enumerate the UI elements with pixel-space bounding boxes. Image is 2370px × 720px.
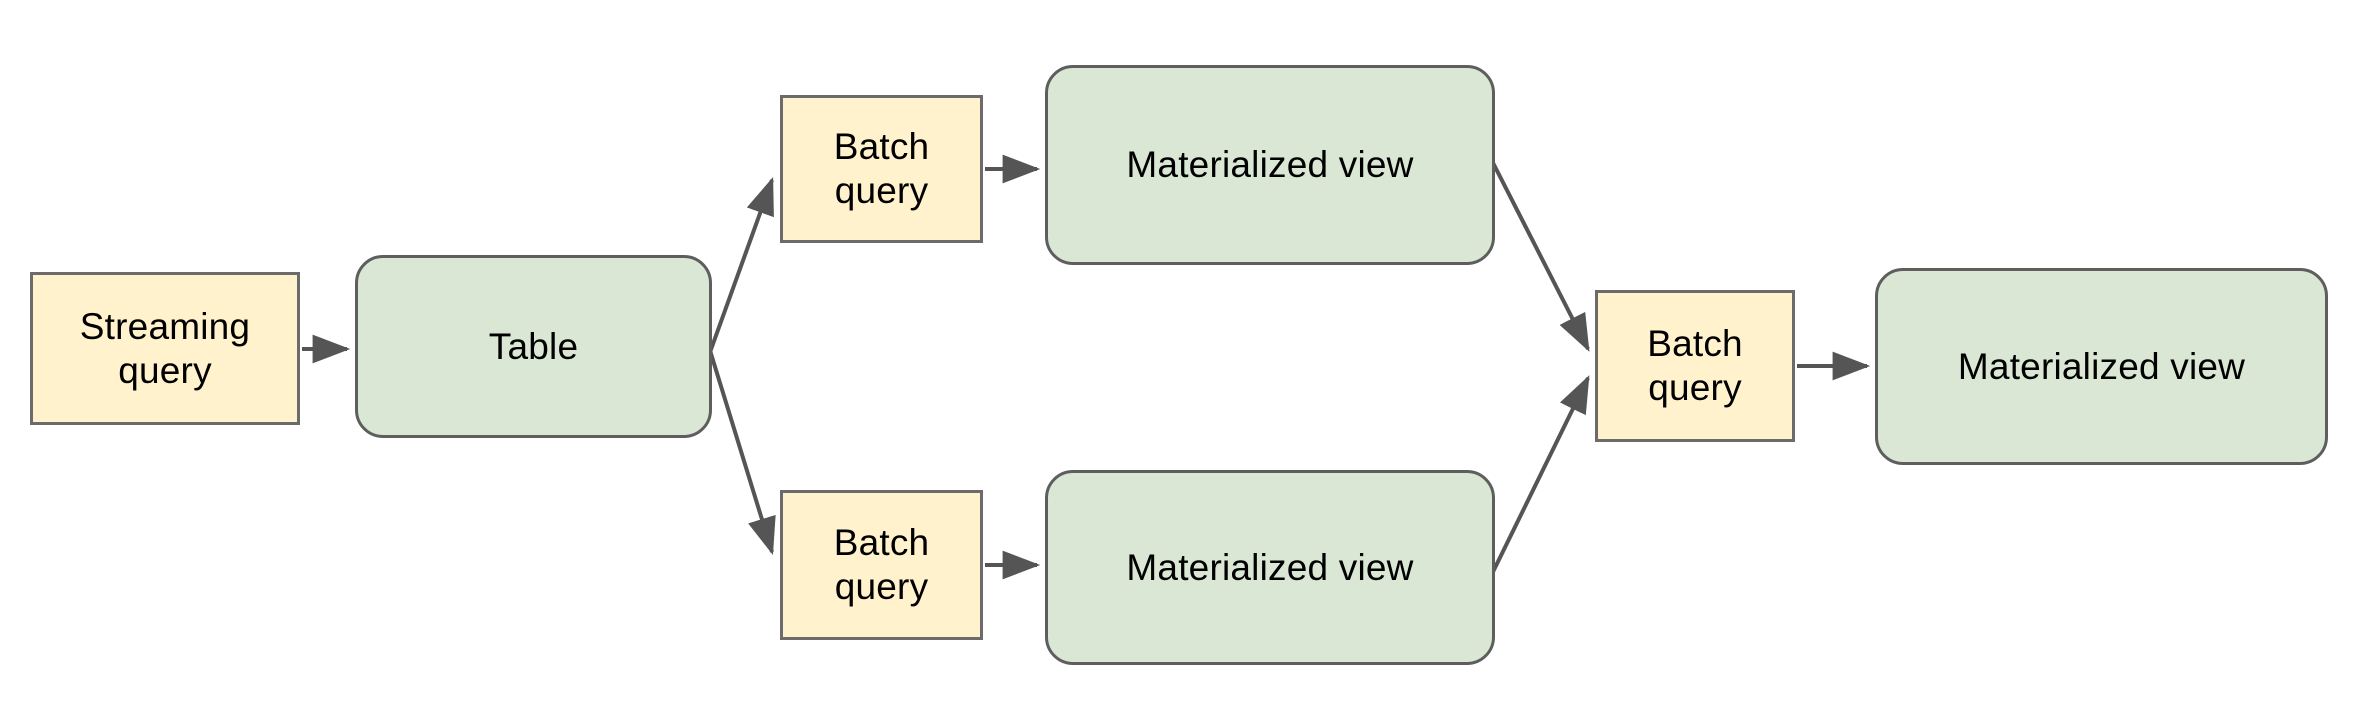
node-batch-query-bottom-label: Batch query xyxy=(833,522,930,607)
node-batch-query-right-label: Batch query xyxy=(1647,323,1743,408)
node-materialized-view-top-label: Materialized view xyxy=(1126,144,1414,186)
node-streaming-query-label: Streaming query xyxy=(79,305,251,391)
node-table[interactable]: Table xyxy=(355,255,712,438)
node-materialized-view-right[interactable]: Materialized view xyxy=(1875,268,2328,465)
node-batch-query-top[interactable]: Batch query xyxy=(780,95,983,243)
node-materialized-view-bottom-label: Materialized view xyxy=(1126,546,1414,588)
node-materialized-view-right-label: Materialized view xyxy=(1957,345,2246,387)
node-batch-query-bottom[interactable]: Batch query xyxy=(780,490,983,640)
node-table-label: Table xyxy=(488,325,579,367)
node-streaming-query[interactable]: Streaming query xyxy=(30,272,300,425)
edge-materialized-view-bottom-to-batch-query-right xyxy=(1487,375,1590,581)
edge-materialized-view-top-to-batch-query-right xyxy=(1487,154,1590,352)
node-materialized-view-bottom[interactable]: Materialized view xyxy=(1045,470,1495,665)
node-materialized-view-top[interactable]: Materialized view xyxy=(1045,65,1495,265)
node-batch-query-top-label: Batch query xyxy=(833,126,930,211)
node-batch-query-right[interactable]: Batch query xyxy=(1595,290,1795,442)
